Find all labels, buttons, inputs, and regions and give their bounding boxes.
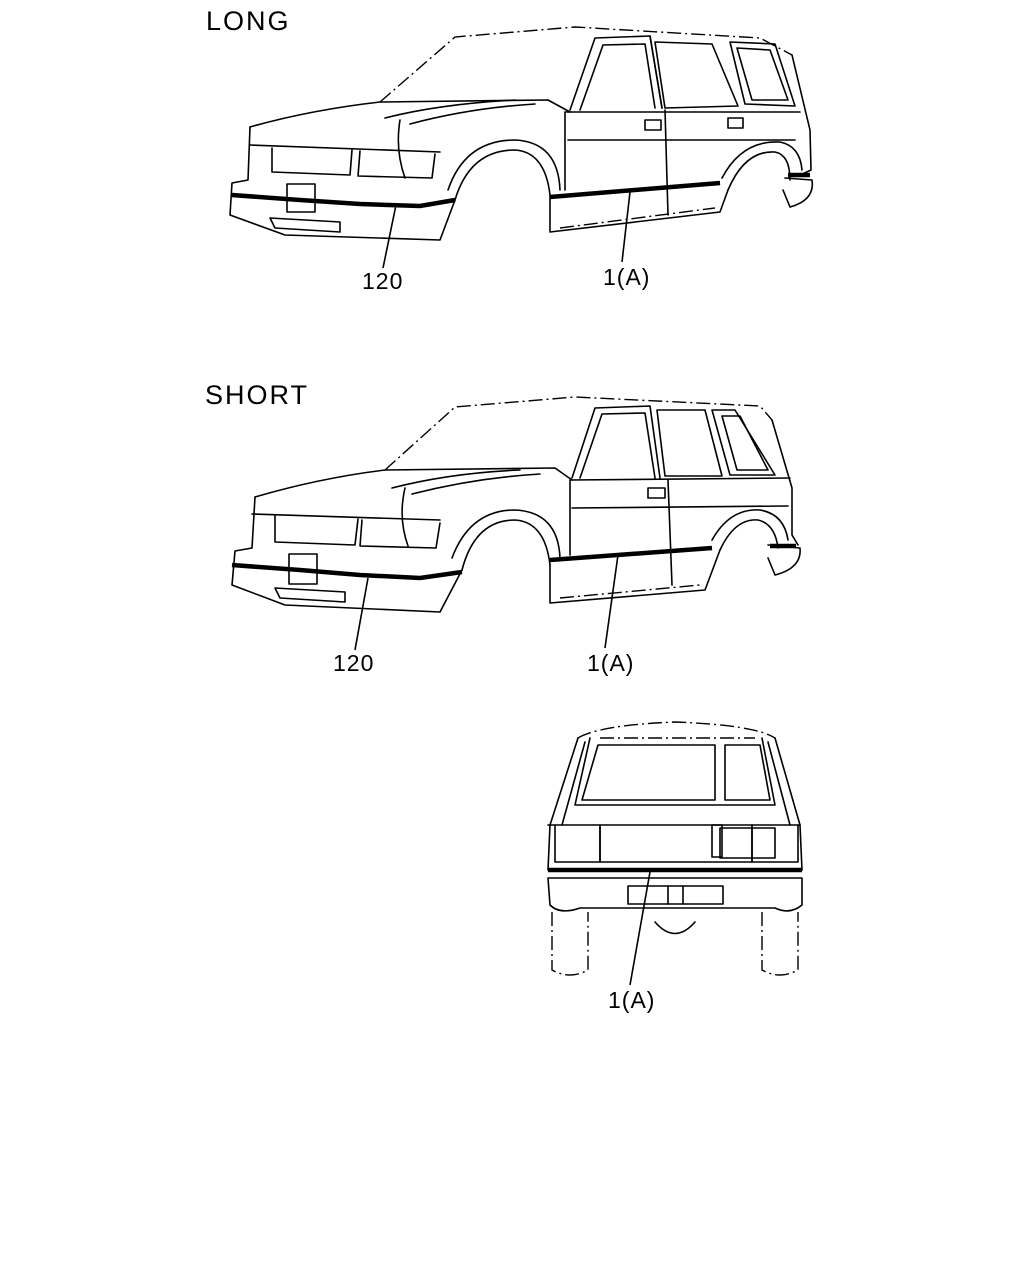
leader-line-1a-short [604,554,619,649]
leader-line-120-short [354,577,369,651]
long-callout-1a: 1(A) [603,264,651,290]
leader-line-1a-rear [629,871,651,986]
short-vehicle-body [231,396,801,651]
leader-line-120-long [382,204,397,269]
long-callout-120: 120 [362,268,404,294]
short-callout-1a: 1(A) [587,650,635,676]
leader-line-1a-long [621,191,631,263]
long-vehicle-body [229,26,814,269]
rear-vehicle-body [547,721,803,986]
short-view-title: SHORT [205,380,310,410]
rear-callout-1a: 1(A) [608,987,656,1013]
short-callout-120: 120 [333,650,375,676]
long-view-title: LONG [206,6,291,36]
